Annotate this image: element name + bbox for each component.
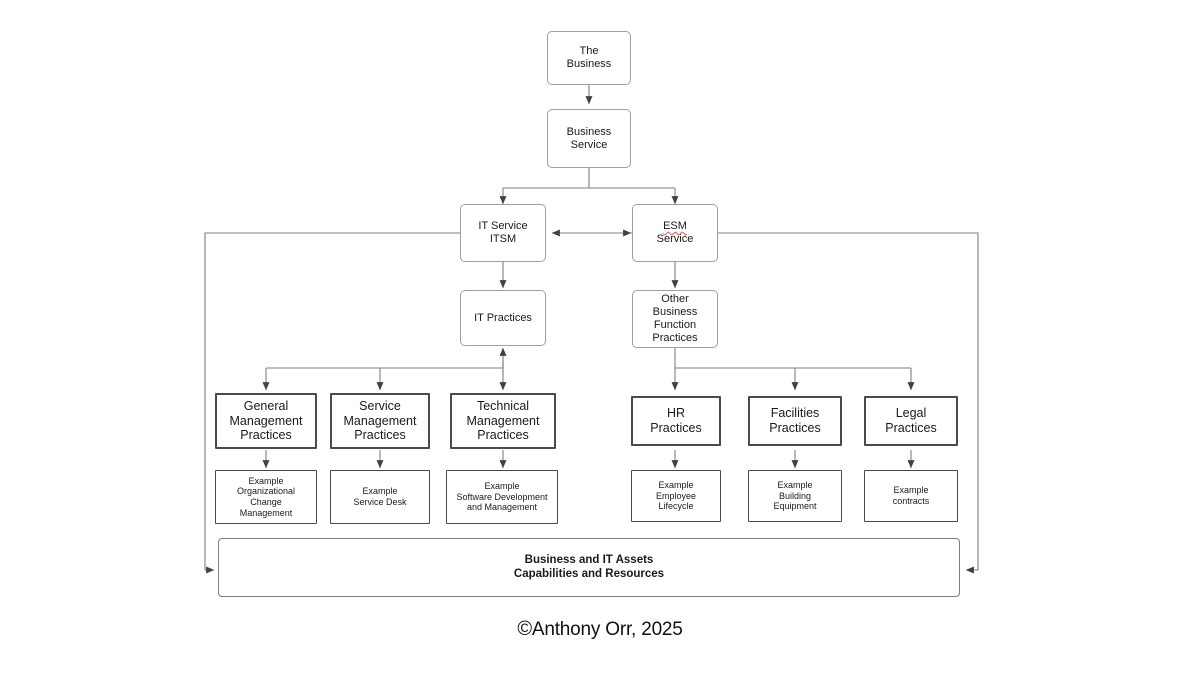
node-it-practices-label: IT Practices (474, 311, 532, 324)
node-example-software-development[interactable]: Example Software Development and Managem… (446, 470, 558, 524)
node-example-employee-lifecycle-label: Example Employee Lifecycle (655, 480, 697, 512)
copyright-notice: ©Anthony Orr, 2025 (0, 618, 1200, 641)
node-facilities-practices-label: Facilities Practices (769, 406, 821, 435)
node-technical-management-practices[interactable]: Technical Management Practices (450, 393, 556, 449)
node-technical-management-practices-label: Technical Management Practices (466, 398, 540, 443)
node-esm-service[interactable]: ESM Service (632, 204, 718, 262)
node-general-management-practices-label: General Management Practices (229, 398, 303, 443)
node-legal-practices[interactable]: Legal Practices (864, 396, 958, 446)
node-example-contracts-label: Example contracts (892, 485, 930, 506)
node-example-employee-lifecycle[interactable]: Example Employee Lifecycle (631, 470, 721, 522)
node-business-and-it-assets-bar[interactable]: Business and IT Assets Capabilities and … (218, 538, 960, 597)
node-assets-bar-label: Business and IT Assets Capabilities and … (513, 553, 665, 580)
node-service-management-practices-label: Service Management Practices (343, 398, 417, 443)
node-the-business-label: The Business (566, 45, 612, 70)
node-example-service-desk-label: Example Service Desk (353, 486, 407, 507)
node-facilities-practices[interactable]: Facilities Practices (748, 396, 842, 446)
node-example-organizational-change-management[interactable]: Example Organizational Change Management (215, 470, 317, 524)
node-example-contracts[interactable]: Example contracts (864, 470, 958, 522)
copyright-symbol: © (517, 618, 532, 640)
node-esm-service-rest: Service (656, 233, 694, 245)
node-esm-service-label: ESM Service (657, 220, 694, 246)
node-hr-practices-label: HR Practices (650, 406, 702, 435)
node-example-software-dev-label: Example Software Development and Managem… (456, 481, 548, 513)
node-it-service-itsm-label: IT Service ITSM (478, 220, 528, 245)
node-service-management-practices[interactable]: Service Management Practices (330, 393, 430, 449)
node-hr-practices[interactable]: HR Practices (631, 396, 721, 446)
node-example-ocm-label: Example Organizational Change Management (236, 475, 296, 518)
node-legal-practices-label: Legal Practices (885, 406, 937, 435)
node-business-service-label: Business Service (566, 125, 612, 151)
node-it-practices[interactable]: IT Practices (460, 290, 546, 346)
node-example-building-equipment[interactable]: Example Building Equipment (748, 470, 842, 522)
node-it-service-itsm[interactable]: IT Service ITSM (460, 204, 546, 262)
node-example-building-equipment-label: Example Building Equipment (773, 480, 817, 512)
node-business-service[interactable]: Business Service (547, 109, 631, 168)
node-example-service-desk[interactable]: Example Service Desk (330, 470, 430, 524)
node-other-business-function-practices-label: Other Business Function Practices (652, 293, 698, 344)
node-general-management-practices[interactable]: General Management Practices (215, 393, 317, 449)
node-other-business-function-practices[interactable]: Other Business Function Practices (632, 290, 718, 348)
node-the-business[interactable]: The Business (547, 31, 631, 85)
spellcheck-token-esm: ESM (663, 220, 687, 233)
copyright-text: Anthony Orr, 2025 (531, 619, 683, 640)
